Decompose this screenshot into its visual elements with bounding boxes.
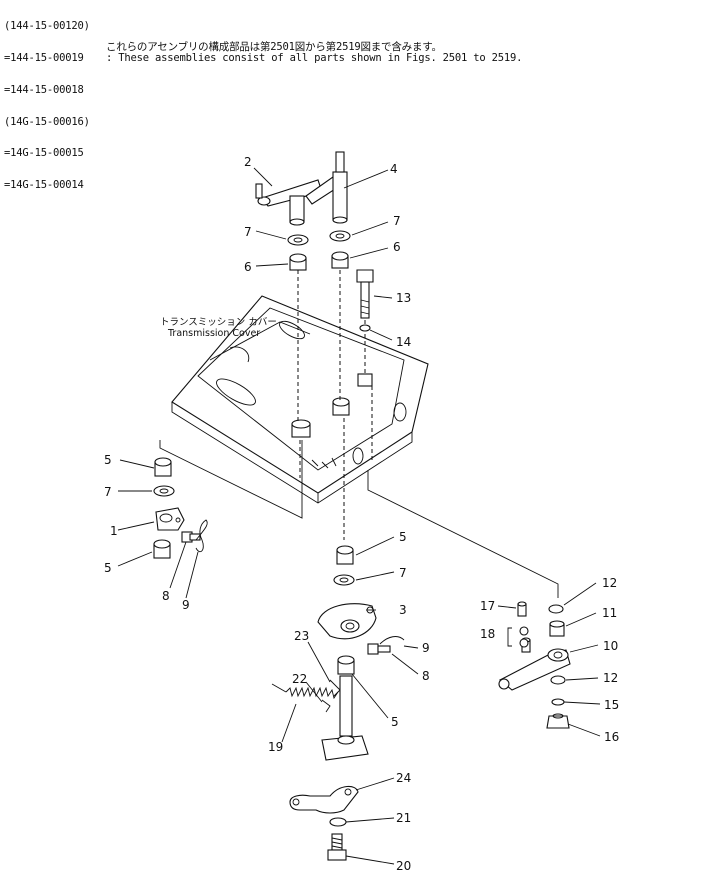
callout-11: 11 (602, 606, 617, 620)
callout-2: 2 (244, 155, 252, 169)
part-number-line: =144-15-00018 (4, 83, 84, 96)
callout-14: 14 (396, 335, 411, 349)
washer-12 (550, 675, 566, 685)
pin-23 (329, 679, 341, 697)
callout-9: 9 (182, 598, 190, 612)
callout-24: 24 (396, 771, 411, 785)
pin-18 (507, 626, 529, 648)
spring-pin-9 (195, 519, 208, 553)
callout-4: 4 (390, 162, 398, 176)
callout-7: 7 (244, 225, 252, 239)
right-assembly-bracket (367, 470, 559, 598)
callout-20: 20 (396, 859, 411, 872)
lever-part-1 (155, 507, 185, 531)
callout-10: 10 (603, 639, 618, 653)
pin-17 (517, 601, 527, 617)
lever-part-4 (305, 151, 348, 224)
callout-23: 23 (294, 629, 309, 643)
part-number-line: (14G-15-00016) (4, 115, 90, 128)
part-number-line: =14G-15-00015 (4, 147, 84, 160)
callout-12: 12 (602, 576, 617, 590)
callout-7: 7 (104, 485, 112, 499)
washer-21 (329, 817, 347, 827)
bushing-6 (289, 253, 307, 271)
assembly-note-jp: これらのアセンブリの構成部品は第2501図から第2519図まで含みます。 (106, 41, 442, 53)
callout-leaders (117, 167, 601, 865)
callout-5: 5 (399, 530, 407, 544)
lever-part-10 (498, 637, 571, 691)
lever-plate-24 (289, 785, 359, 814)
bushing-5 (336, 545, 354, 565)
callout-5: 5 (104, 561, 112, 575)
callout-3: 3 (399, 603, 407, 617)
lever-part-2 (255, 179, 323, 226)
callout-5: 5 (104, 453, 112, 467)
part-number-line: =14G-15-00014 (4, 179, 84, 192)
callout-8: 8 (162, 589, 170, 603)
left-assembly-bracket (159, 440, 303, 519)
washer-14 (359, 324, 371, 332)
callout-5: 5 (391, 715, 399, 729)
washer-7 (153, 485, 175, 497)
part-number-line: =144-15-00019 (4, 51, 84, 64)
bushing-5 (337, 655, 355, 675)
callout-13: 13 (396, 291, 411, 305)
spring-19 (271, 683, 339, 700)
callout-21: 21 (396, 811, 411, 825)
bushing-6 (331, 251, 349, 269)
cover-label-en: Transmission Cover (167, 328, 260, 339)
transmission-cover-housing (171, 295, 429, 504)
callout-6: 6 (244, 260, 252, 274)
callout-7: 7 (399, 566, 407, 580)
bushing-5 (153, 539, 171, 559)
washer-15 (551, 698, 565, 706)
callout-1: 1 (110, 524, 118, 538)
callout-6: 6 (393, 240, 401, 254)
cover-label-jp: トランスミッション カバー (160, 317, 277, 328)
callout-7: 7 (393, 214, 401, 228)
callout-9: 9 (422, 641, 430, 655)
callout-12: 12 (603, 671, 618, 685)
spring-pin-9 (379, 636, 405, 645)
bolt-8 (181, 531, 201, 543)
callout-17: 17 (480, 599, 495, 613)
washer-7 (329, 230, 351, 242)
part-number-line: (144-15-00120) (4, 20, 90, 33)
detent-plate-3 (317, 603, 377, 640)
washer-7 (287, 234, 309, 246)
bolt-13 (356, 269, 374, 319)
callout-16: 16 (604, 730, 619, 744)
bolt-8 (367, 643, 391, 655)
callout-15: 15 (604, 698, 619, 712)
washer-7 (333, 574, 355, 586)
bushing-5 (154, 457, 172, 477)
callout-numbers: 1 2 3 4 5 5 5 5 6 6 7 7 7 7 8 8 9 9 10 1… (104, 155, 619, 872)
callout-19: 19 (268, 740, 283, 754)
assembly-note-en: : These assemblies consist of all parts … (106, 52, 523, 64)
callout-22: 22 (292, 672, 307, 686)
shaft-block (321, 675, 369, 761)
nut-16 (546, 713, 570, 729)
bolt-20 (327, 833, 347, 861)
pin-22 (321, 699, 331, 713)
washer-12 (548, 604, 564, 614)
callout-18: 18 (480, 627, 495, 641)
bushing-11 (549, 620, 565, 637)
part-number-header: (144-15-00120) =144-15-00019 =144-15-000… (4, 0, 522, 222)
callout-8: 8 (422, 669, 430, 683)
